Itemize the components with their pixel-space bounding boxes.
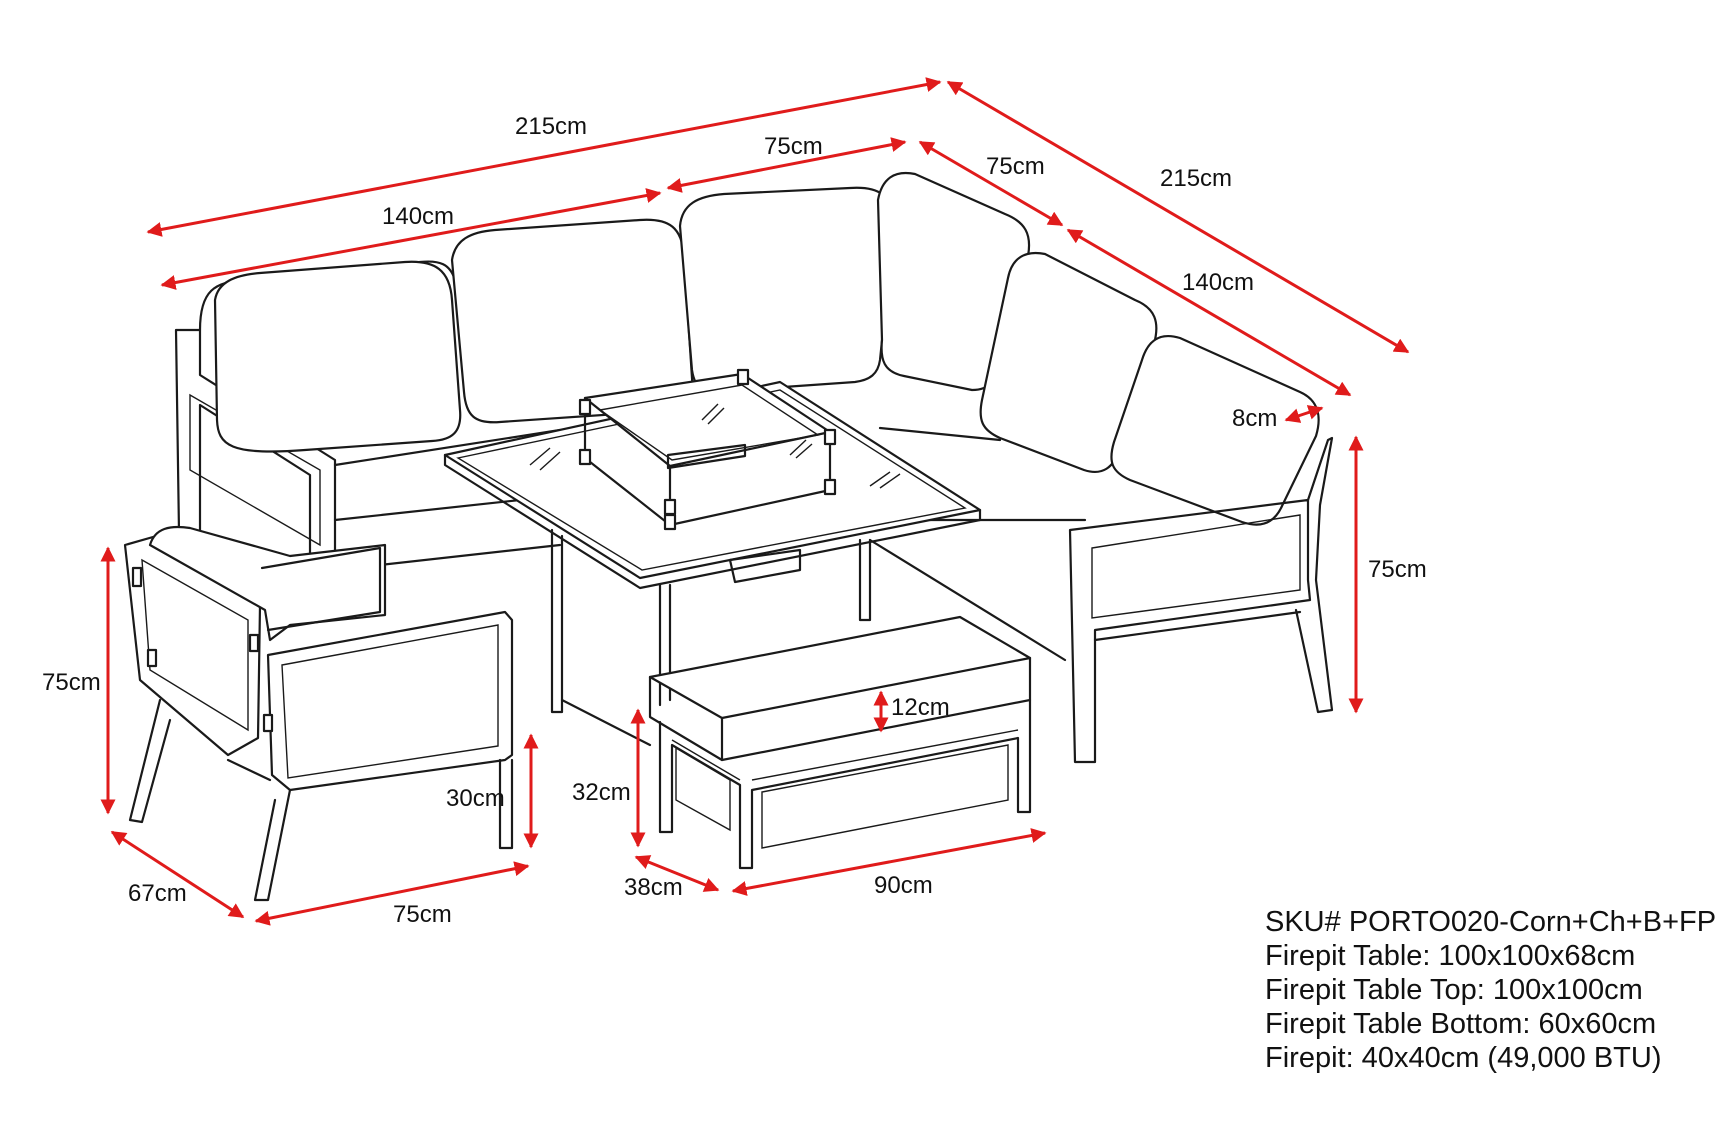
label-67: 67cm (128, 880, 187, 907)
label-75-sofa-height: 75cm (1368, 556, 1427, 583)
label-90: 90cm (874, 872, 933, 899)
spec-table-top: Firepit Table Top: 100x100cm (1265, 974, 1643, 1006)
label-215-left: 215cm (515, 113, 587, 140)
label-38: 38cm (624, 874, 683, 901)
bench (648, 615, 1032, 870)
back-cushion-3 (678, 186, 896, 394)
chair-seat-arm (266, 610, 514, 792)
table-leg-front-left (550, 528, 564, 714)
back-cushion-6 (1110, 334, 1320, 526)
firepit-table (443, 368, 982, 747)
sku-line: SKU# PORTO020-Corn+Ch+B+FP (1265, 906, 1717, 938)
label-8: 8cm (1232, 405, 1277, 432)
sofa-right-arm (1068, 498, 1312, 764)
label-140-right: 140cm (1182, 269, 1254, 296)
label-75-chair-width: 75cm (393, 901, 452, 928)
spec-table: Firepit Table: 100x100x68cm (1265, 940, 1636, 972)
spec-firepit: Firepit: 40x40cm (49,000 BTU) (1265, 1042, 1662, 1074)
arrow-38 (634, 855, 720, 892)
arrow-140-right (1066, 228, 1352, 397)
dimension-arrows (100, 77, 1410, 926)
arrow-75-chair-width (254, 861, 530, 926)
arrow-67 (110, 830, 245, 919)
armchair (123, 525, 514, 902)
arrow-75-left (666, 137, 907, 193)
label-75-chair-height: 75cm (42, 669, 101, 696)
arrow-8 (1284, 405, 1324, 423)
label-30: 30cm (446, 785, 505, 812)
arrow-140-left (160, 188, 662, 290)
label-12: 12cm (891, 694, 950, 721)
arrow-90 (731, 828, 1047, 896)
spec-block: SKU# PORTO020-Corn+Ch+B+FP Firepit Table… (1265, 905, 1725, 1075)
spec-table-bottom: Firepit Table Bottom: 60x60cm (1265, 1008, 1657, 1040)
label-215-right: 215cm (1160, 165, 1232, 192)
back-cushion-1 (213, 260, 462, 453)
label-32: 32cm (572, 779, 631, 806)
dimension-labels: 215cm 140cm 75cm 75cm 215cm 140cm 8cm 75… (42, 113, 1427, 928)
bench-cushion-top (648, 615, 1032, 720)
bench-frame (658, 698, 1032, 870)
label-75-left: 75cm (764, 133, 823, 160)
label-140-left: 140cm (382, 203, 454, 230)
label-75-right: 75cm (986, 153, 1045, 180)
